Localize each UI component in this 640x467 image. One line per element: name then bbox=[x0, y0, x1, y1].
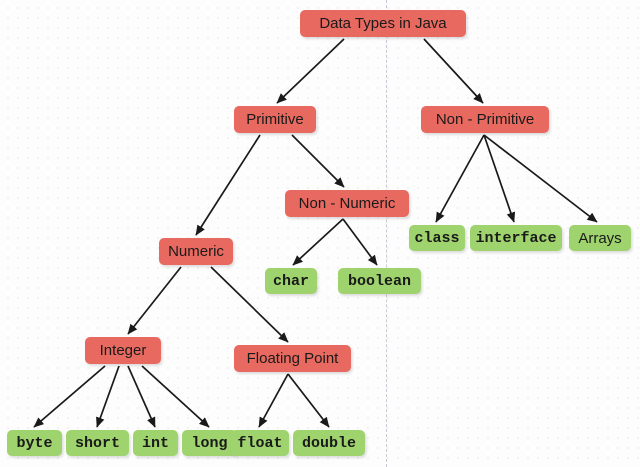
node-root[interactable]: Data Types in Java bbox=[300, 10, 466, 37]
edge-root-to-nonprim bbox=[423, 38, 484, 104]
edge-numeric-to-integer bbox=[127, 266, 182, 335]
node-label-short: short bbox=[74, 434, 120, 452]
node-label-long: long bbox=[191, 434, 228, 452]
node-label-nonprim: Non - Primitive bbox=[435, 111, 535, 128]
node-label-char: char bbox=[272, 272, 309, 290]
edge-integer-to-byte bbox=[33, 365, 106, 428]
node-nonprim[interactable]: Non - Primitive bbox=[421, 106, 549, 133]
edge-nonnum-to-boolean bbox=[342, 218, 378, 266]
edge-nonnum-to-char bbox=[292, 218, 344, 266]
node-boolean[interactable]: boolean bbox=[338, 268, 421, 294]
node-char[interactable]: char bbox=[265, 268, 317, 294]
node-float[interactable]: float bbox=[231, 430, 289, 456]
node-label-class: class bbox=[414, 229, 460, 247]
node-label-primitive: Primitive bbox=[246, 111, 304, 128]
node-primitive[interactable]: Primitive bbox=[234, 106, 316, 133]
vertical-guide-line bbox=[386, 0, 387, 467]
edge-nonprim-to-interface bbox=[483, 134, 516, 223]
edge-integer-to-long bbox=[141, 365, 210, 428]
edge-primitive-to-numeric bbox=[195, 134, 261, 236]
node-long[interactable]: long bbox=[182, 430, 237, 456]
node-label-integer: Integer bbox=[99, 342, 147, 359]
edge-integer-to-int bbox=[127, 365, 156, 428]
edge-nonprim-to-class bbox=[435, 134, 485, 223]
node-label-double: double bbox=[301, 434, 356, 452]
node-nonnum[interactable]: Non - Numeric bbox=[285, 190, 409, 217]
node-label-root: Data Types in Java bbox=[319, 15, 447, 32]
node-byte[interactable]: byte bbox=[7, 430, 62, 456]
node-label-float: float bbox=[237, 434, 283, 452]
node-interface[interactable]: interface bbox=[470, 225, 562, 251]
edge-integer-to-short bbox=[96, 365, 120, 428]
node-label-nonnum: Non - Numeric bbox=[298, 195, 396, 212]
node-numeric[interactable]: Numeric bbox=[159, 238, 233, 265]
node-double[interactable]: double bbox=[293, 430, 365, 456]
node-class[interactable]: class bbox=[409, 225, 465, 251]
node-integer[interactable]: Integer bbox=[85, 337, 161, 364]
node-arrays[interactable]: Arrays bbox=[569, 225, 631, 251]
edge-nonprim-to-arrays bbox=[483, 134, 598, 223]
node-floating[interactable]: Floating Point bbox=[234, 345, 351, 372]
edge-primitive-to-nonnum bbox=[291, 134, 345, 188]
node-int[interactable]: int bbox=[133, 430, 178, 456]
node-label-floating: Floating Point bbox=[246, 350, 339, 367]
node-label-interface: interface bbox=[475, 229, 557, 247]
node-label-boolean: boolean bbox=[347, 272, 411, 290]
node-label-numeric: Numeric bbox=[168, 243, 224, 260]
edge-floating-to-double bbox=[287, 373, 330, 428]
edge-root-to-primitive bbox=[276, 38, 345, 104]
node-label-arrays: Arrays bbox=[578, 229, 622, 247]
node-short[interactable]: short bbox=[66, 430, 129, 456]
node-label-int: int bbox=[141, 434, 169, 452]
edge-floating-to-float bbox=[258, 373, 289, 428]
node-label-byte: byte bbox=[16, 434, 53, 452]
